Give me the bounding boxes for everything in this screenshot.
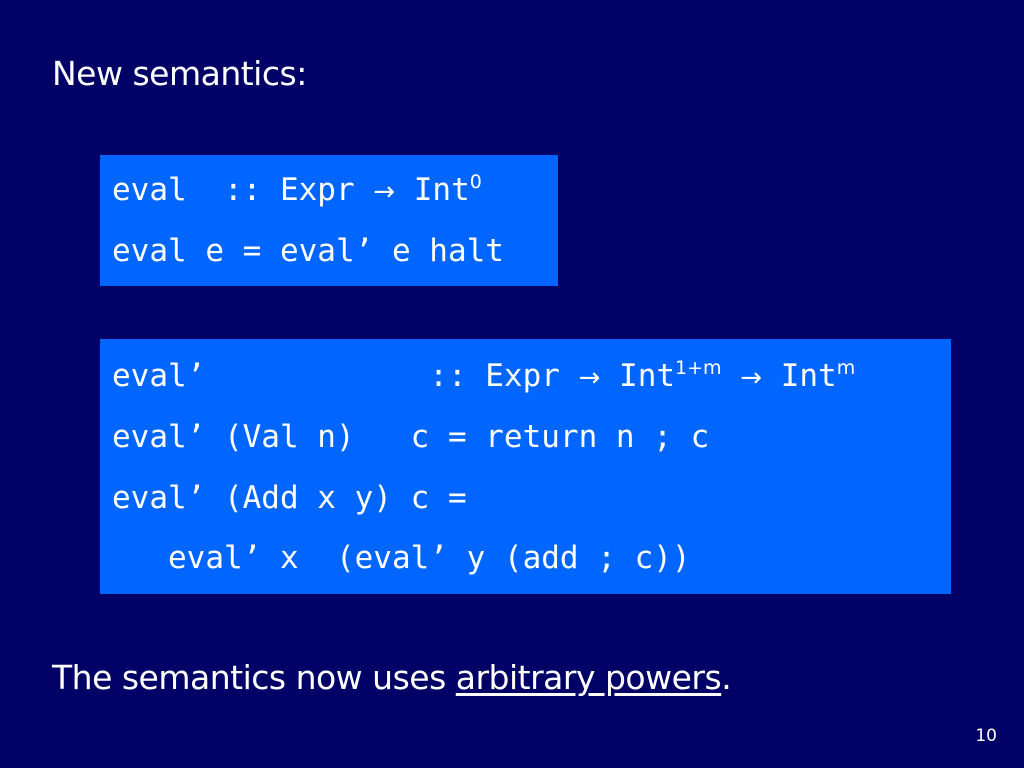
eval-prime-signature-text: eval’ :: Expr bbox=[112, 358, 579, 394]
power-superscript: m bbox=[836, 357, 856, 379]
eval-prime-box: eval’ :: Expr → Int1+m → Intm eval’ (Val… bbox=[100, 339, 951, 594]
footer-statement: The semantics now uses arbitrary powers. bbox=[52, 656, 732, 700]
power-superscript: 0 bbox=[469, 171, 482, 193]
type-signature-box: eval :: Expr → Int0 eval e = eval’ e hal… bbox=[100, 155, 558, 286]
eval-definition-line: eval e = eval’ e halt bbox=[112, 233, 504, 269]
slide-heading: New semantics: bbox=[52, 54, 307, 93]
val-case-line: eval’ (Val n) c = return n ; c bbox=[112, 419, 710, 455]
add-case-line: eval’ (Add x y) c = bbox=[112, 480, 467, 516]
int-type-text: Int bbox=[762, 358, 837, 394]
right-arrow-icon: → bbox=[578, 363, 601, 393]
footer-period: . bbox=[721, 658, 732, 697]
arbitrary-powers-link[interactable]: arbitrary powers bbox=[455, 658, 722, 697]
add-case-body-line: eval’ x (eval’ y (add ; c)) bbox=[112, 540, 691, 576]
right-arrow-icon: → bbox=[373, 177, 396, 207]
eval-prime-type-line: eval’ :: Expr → Int1+m → Intm bbox=[112, 356, 855, 396]
eval-signature-text: eval :: Expr bbox=[112, 172, 374, 208]
right-arrow-icon: → bbox=[740, 363, 763, 393]
int-type-text: Int bbox=[600, 358, 676, 394]
footer-text: The semantics now uses bbox=[52, 658, 456, 697]
page-number: 10 bbox=[975, 726, 997, 746]
int-type-text: Int bbox=[395, 172, 470, 208]
eval-type-line: eval :: Expr → Int0 bbox=[112, 170, 482, 210]
power-superscript: 1+m bbox=[675, 357, 722, 379]
